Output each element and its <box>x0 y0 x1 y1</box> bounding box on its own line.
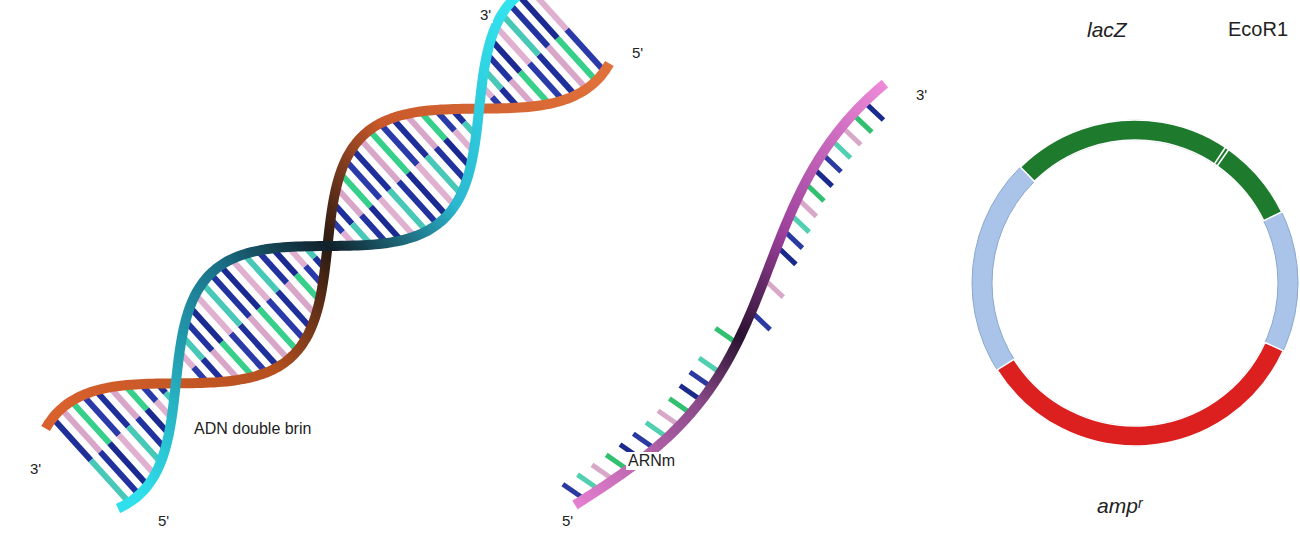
base-pair <box>496 26 530 63</box>
base-pair <box>518 0 557 38</box>
rna-backbone <box>575 84 885 505</box>
gene-label: lacZ <box>1085 18 1129 42</box>
site-label: EcoR1 <box>1226 18 1290 41</box>
molecule-label: ARNm <box>626 452 677 470</box>
strand-end-label: 5' <box>156 512 171 529</box>
base-pair <box>268 300 305 341</box>
base-pair <box>539 55 576 96</box>
strand-end-label: 5' <box>560 512 575 529</box>
base-pair <box>406 114 436 148</box>
base-pair <box>231 259 268 300</box>
molecule-label: ADN double brin <box>192 420 313 438</box>
base-pair <box>128 426 160 462</box>
base-pair <box>392 118 426 156</box>
base-pair <box>83 395 119 435</box>
base-pair <box>346 160 380 198</box>
base-pair <box>567 29 605 71</box>
ampr-gene <box>997 343 1283 446</box>
strand-end-label: 5' <box>630 44 645 61</box>
base-pair <box>190 307 222 342</box>
base-pair <box>436 148 466 182</box>
dna-strand <box>118 0 537 508</box>
base-pair <box>502 14 539 55</box>
plasmid <box>972 120 1298 446</box>
base-pair <box>277 291 311 328</box>
strand-end-label: 3' <box>914 86 929 103</box>
base-pair <box>221 342 253 377</box>
dna-helix <box>46 0 610 508</box>
ecori-site <box>1217 149 1230 167</box>
base-pair <box>529 63 563 100</box>
base-pair <box>340 173 370 207</box>
base-pair <box>244 254 278 291</box>
base-pair <box>195 295 230 334</box>
mrna-strand <box>563 84 885 505</box>
base-pair <box>96 391 128 427</box>
lacz-gene <box>1020 120 1281 221</box>
strand-end-label: 3' <box>478 6 493 23</box>
base-pair <box>371 207 401 241</box>
base-pair <box>119 435 155 475</box>
base-pair <box>231 334 266 373</box>
base-pair <box>427 156 461 194</box>
strand-end-label: 3' <box>28 460 43 477</box>
plasmid-backbone <box>972 120 1298 446</box>
base-pair <box>529 0 567 29</box>
base-pair <box>380 198 414 236</box>
gene-label: ampʳ <box>1095 494 1144 518</box>
